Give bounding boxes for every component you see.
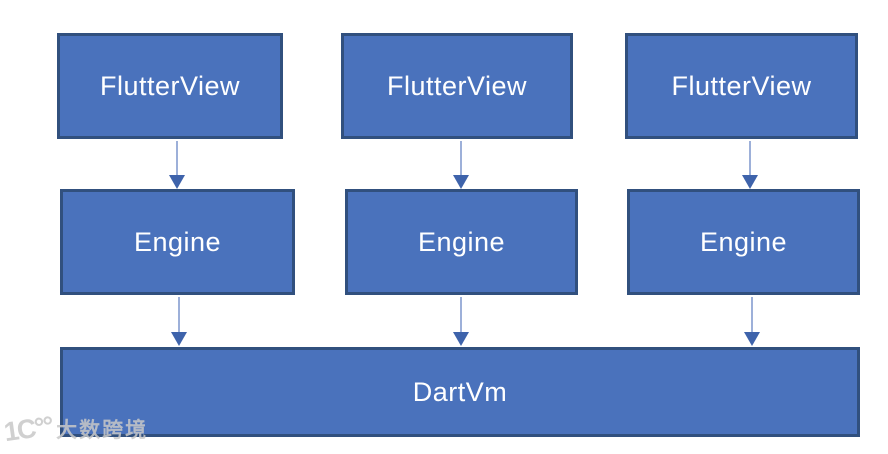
- engine-box-1: Engine: [60, 189, 295, 295]
- down-arrow-head-en1-dartvm: [171, 332, 187, 346]
- down-arrow-line-en3-dartvm: [751, 297, 753, 332]
- down-arrow-line-fv2-en2: [460, 141, 462, 175]
- flutterview-label-3: FlutterView: [671, 70, 812, 101]
- engine-box-3: Engine: [627, 189, 860, 295]
- down-arrow-line-fv1-en1: [176, 141, 178, 175]
- engine-label-3: Engine: [699, 226, 788, 257]
- flutterview-label-1: FlutterView: [99, 70, 241, 101]
- down-arrow-line-en1-dartvm: [178, 297, 180, 332]
- down-arrow-head-en2-dartvm: [453, 332, 469, 346]
- down-arrow-head-fv3-en3: [742, 175, 758, 189]
- watermark: 1C°° 大数跨境: [2, 410, 149, 448]
- watermark-text: 大数跨境: [56, 418, 149, 442]
- watermark-logo-icon: 1C°°: [2, 410, 54, 448]
- engine-label-1: Engine: [133, 226, 222, 257]
- flutterview-box-2: FlutterView: [341, 33, 573, 139]
- down-arrow-head-en3-dartvm: [744, 332, 760, 346]
- down-arrow-head-fv2-en2: [453, 175, 469, 189]
- down-arrow-line-en2-dartvm: [460, 297, 462, 332]
- engine-label-2: Engine: [417, 226, 506, 257]
- down-arrow-head-fv1-en1: [169, 175, 185, 189]
- flutterview-box-3: FlutterView: [625, 33, 858, 139]
- engine-box-2: Engine: [345, 189, 578, 295]
- dartvm-box: DartVm: [60, 347, 860, 437]
- down-arrow-line-fv3-en3: [749, 141, 751, 175]
- flutterview-box-1: FlutterView: [57, 33, 283, 139]
- flutterview-label-2: FlutterView: [386, 70, 528, 101]
- dartvm-label: DartVm: [412, 376, 508, 407]
